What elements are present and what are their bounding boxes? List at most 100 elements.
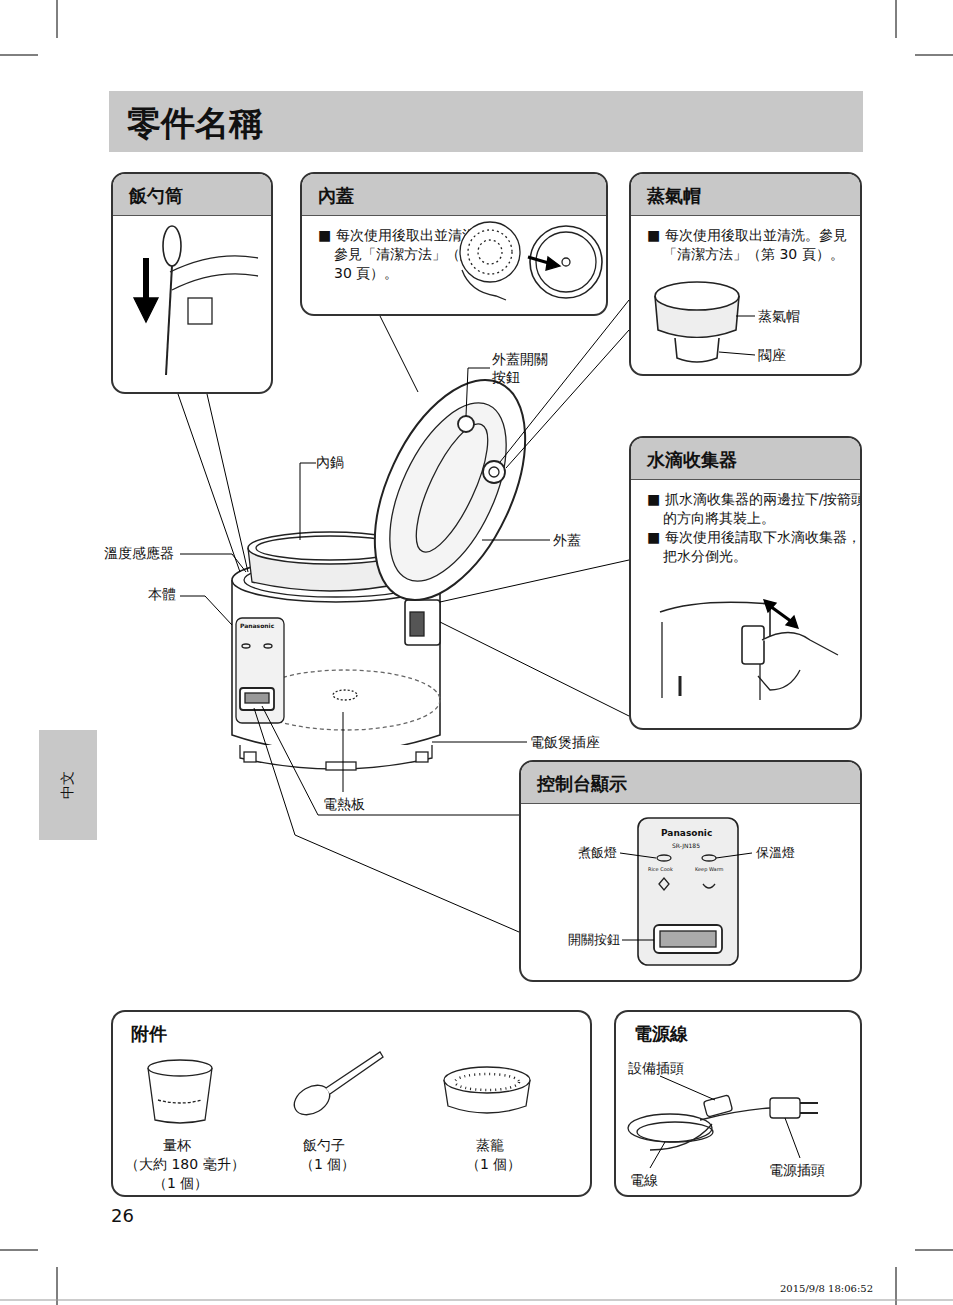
illustration-ellipse	[244, 563, 428, 597]
illustration-rect	[416, 752, 428, 762]
illustration-path	[240, 745, 432, 769]
part-label: SR-JN185	[672, 842, 700, 850]
illustration-ellipse	[242, 644, 250, 648]
illustration-line	[896, 1267, 897, 1305]
illustration-ellipse	[248, 532, 412, 564]
section-box: 水滴收集器 ■ 抓水滴收集器的兩邊拉下/按箭頭的方向將其裝上。■ 每次使用後請取下…	[629, 436, 862, 730]
illustration-rect	[240, 688, 274, 710]
illustration-rect	[245, 693, 269, 703]
part-label: 開關按鈕	[568, 932, 620, 948]
illustration-circle	[458, 416, 474, 432]
illustration-polyline	[180, 596, 232, 625]
illustration-line	[57, 0, 58, 38]
illustration-path	[232, 580, 440, 753]
section-heading: 電源線	[616, 1012, 860, 1056]
part-label: 電線	[630, 1171, 658, 1189]
illustration-ellipse	[256, 536, 404, 560]
part-label: 電熱板	[323, 795, 365, 813]
part-label: 飯勺子	[303, 1136, 345, 1154]
part-label: Panasonic	[661, 828, 712, 839]
illustration-line	[207, 394, 248, 572]
section-heading: 水滴收集器	[631, 438, 860, 480]
part-label: 設備插頭	[628, 1059, 684, 1077]
illustration-line	[0, 1250, 38, 1251]
part-label: 電飯煲插座	[530, 733, 600, 751]
part-label: 煮飯燈	[578, 845, 617, 861]
illustration-line	[506, 330, 629, 468]
illustration-ellipse	[264, 644, 272, 648]
illustration-line	[432, 742, 527, 743]
part-label: （1 個）	[300, 1155, 355, 1173]
illustration-ellipse	[250, 670, 440, 730]
illustration-circle	[483, 461, 505, 483]
illustration-circle	[489, 467, 499, 477]
section-heading: 控制台顯示	[521, 762, 860, 804]
illustration-ellipse	[366, 386, 531, 599]
part-label: 閥座	[758, 346, 786, 364]
illustration-rect	[405, 600, 440, 645]
section-box: 蒸氣帽 ■ 每次使用後取出並清洗。參見「清潔方法」（第 30 頁）。	[629, 172, 862, 376]
page-title: 零件名稱	[127, 101, 263, 147]
illustration-rect	[236, 618, 284, 723]
part-label: Keep Warm	[695, 866, 723, 872]
illustration-line	[915, 55, 953, 56]
illustration-line	[440, 560, 629, 602]
part-label: 外蓋開關按鈕	[492, 350, 552, 386]
part-label: Rice Cook	[648, 866, 673, 872]
illustration-polyline	[262, 706, 519, 815]
section-box: 控制台顯示	[519, 760, 862, 982]
part-label: 26	[111, 1204, 134, 1227]
illustration-rect	[410, 612, 424, 636]
illustration-polyline	[254, 708, 519, 932]
illustration-polyline	[300, 463, 316, 540]
illustration-line	[0, 55, 38, 56]
part-label: 蒸氣帽	[758, 307, 800, 325]
section-note: ■ 抓水滴收集器的兩邊拉下/按箭頭的方向將其裝上。	[647, 490, 862, 528]
illustration-ellipse	[344, 357, 556, 623]
part-label: 蒸籠	[476, 1136, 504, 1154]
section-heading: 飯勺筒	[113, 174, 271, 216]
part-label: Panasonic	[240, 622, 274, 630]
illustration-polyline	[466, 368, 490, 416]
section-heading: 內蓋	[302, 174, 606, 216]
part-label: 溫度感應器	[104, 544, 174, 562]
illustration-line	[57, 1267, 58, 1305]
language-tab: 中文	[39, 730, 97, 840]
illustration-line	[0, 1300, 953, 1301]
part-label: 保溫燈	[756, 845, 795, 861]
tab-label: 中文	[59, 771, 77, 799]
section-box: 內蓋 ■ 每次使用後取出並清洗。參見「清潔方法」（第 30 頁）。	[300, 172, 608, 316]
part-label: 電源插頭	[769, 1161, 825, 1179]
illustration-rect	[244, 752, 256, 762]
illustration-line	[482, 540, 550, 541]
illustration-line	[896, 0, 897, 38]
section-note: ■ 每次使用後取出並清洗。參見「清潔方法」（第 30 頁）。	[647, 226, 862, 264]
illustration-ellipse	[333, 690, 357, 700]
section-box: 飯勺筒	[111, 172, 273, 394]
illustration-ellipse	[232, 558, 440, 602]
illustration-line	[343, 712, 344, 792]
illustration-rect	[326, 762, 356, 770]
section-note: ■ 每次使用後請取下水滴收集器，把水分倒光。	[647, 528, 862, 566]
illustration-path	[248, 548, 412, 591]
illustration-line	[440, 622, 629, 716]
illustration-line	[915, 1250, 953, 1251]
section-note: ■ 每次使用後取出並清洗。參見「清潔方法」（第 30 頁）。	[318, 226, 494, 283]
illustration-ellipse	[402, 415, 501, 560]
part-label: （1 個）	[466, 1155, 521, 1173]
part-label: 內鍋	[316, 453, 344, 471]
part-label: 2015/9/8 18:06:52	[780, 1282, 873, 1295]
section-heading: 附件	[113, 1012, 590, 1056]
illustration-polyline	[180, 554, 246, 572]
illustration-line	[380, 316, 418, 392]
part-label: 量杯	[163, 1136, 191, 1154]
part-label: （1 個）	[153, 1174, 208, 1192]
title-band: 零件名稱	[109, 91, 863, 152]
illustration-line	[178, 394, 240, 572]
part-label: 本體	[148, 585, 176, 603]
section-heading: 蒸氣帽	[631, 174, 860, 216]
part-label: （大約 180 毫升）	[125, 1155, 245, 1173]
part-label: 外蓋	[553, 531, 581, 549]
